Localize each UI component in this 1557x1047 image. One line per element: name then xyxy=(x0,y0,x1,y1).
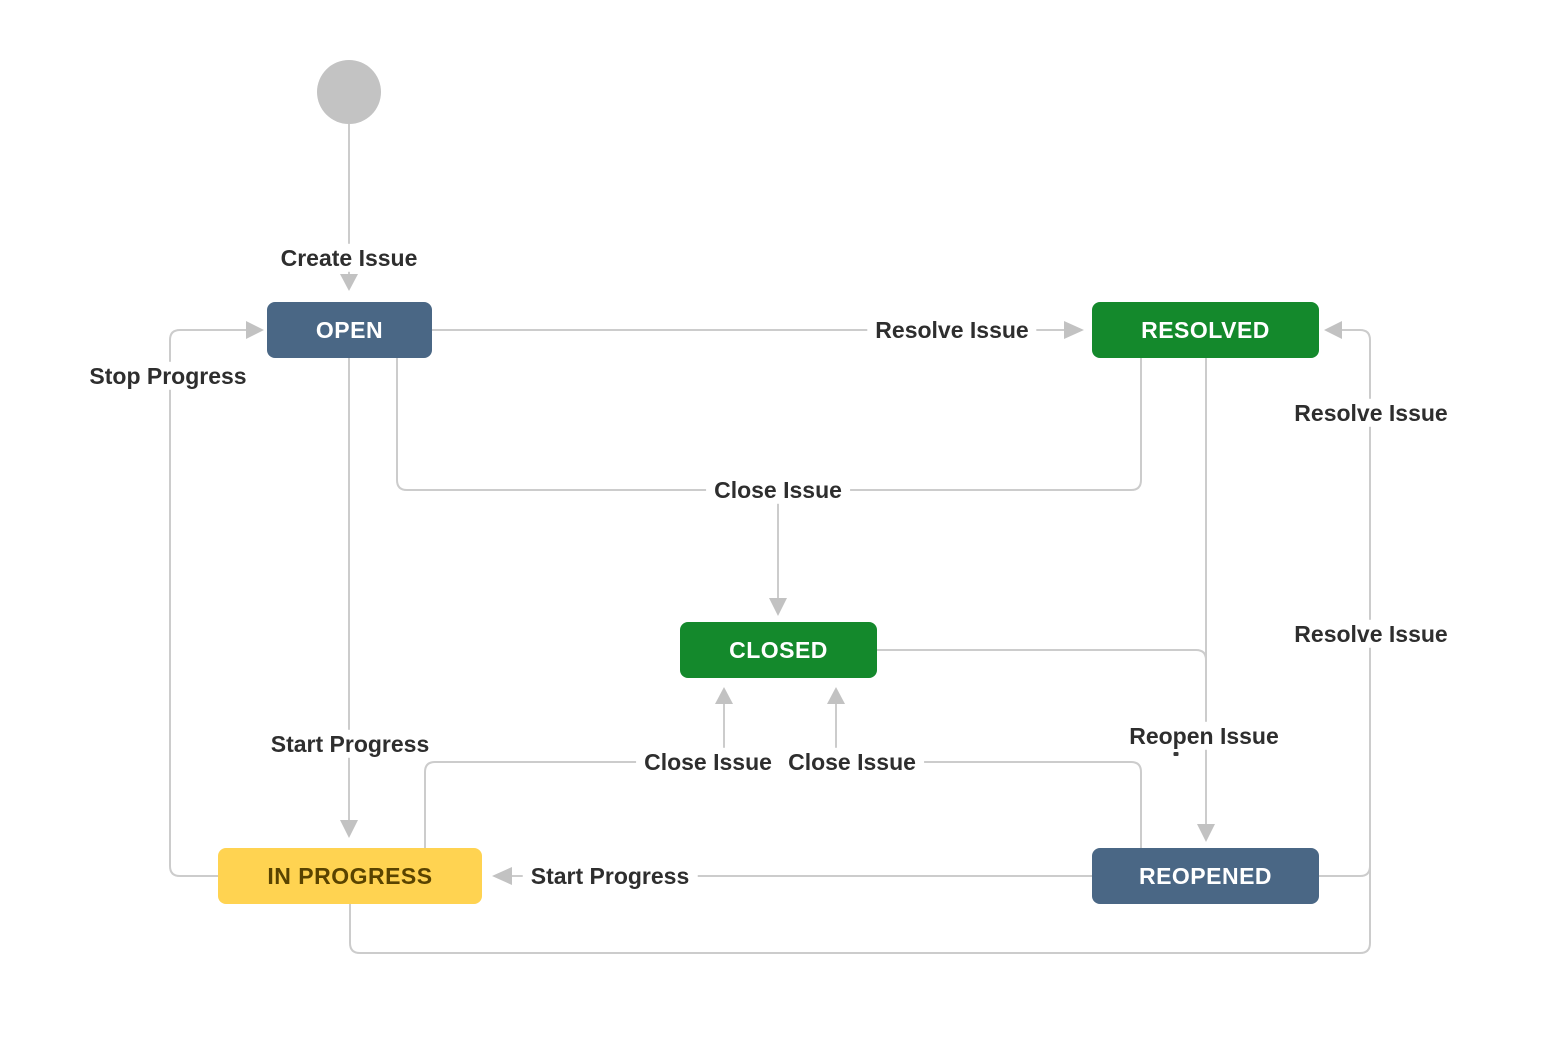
edge-closed-reopened xyxy=(877,649,1207,690)
arrowhead-close-issue-mid xyxy=(769,598,787,616)
status-node-resolved[interactable]: RESOLVED xyxy=(1092,302,1319,358)
arrowhead-close-issue-left xyxy=(715,687,733,704)
transition-label-reopen-issue[interactable]: Reopen Issue xyxy=(1121,721,1287,751)
edge-close-issue-rail xyxy=(396,358,1142,491)
reopen-issue-stray-dot xyxy=(1173,752,1179,756)
transition-label-start-progress-open[interactable]: Start Progress xyxy=(262,729,438,759)
arrowhead-close-issue-right xyxy=(827,687,845,704)
arrowhead-resolve-issue-right xyxy=(1324,321,1342,339)
arrowhead-reopen-issue xyxy=(1197,824,1215,842)
status-node-in-progress[interactable]: IN PROGRESS xyxy=(218,848,482,904)
arrowhead-start-progress-right xyxy=(492,867,512,885)
transition-label-create-issue[interactable]: Create Issue xyxy=(272,243,426,273)
edge-in-progress-open xyxy=(169,329,246,877)
edge-in-progress-resolved xyxy=(349,329,1371,954)
status-node-closed[interactable]: CLOSED xyxy=(680,622,877,678)
transition-label-resolve-issue-in-progress[interactable]: Resolve Issue xyxy=(1286,619,1456,649)
transition-label-close-issue-in-progress[interactable]: Close Issue xyxy=(636,747,780,777)
arrowhead-start-progress-left xyxy=(340,820,358,838)
edge-reopened-resolved xyxy=(1319,820,1371,877)
status-node-reopened[interactable]: REOPENED xyxy=(1092,848,1319,904)
transition-label-resolve-issue-reopened[interactable]: Resolve Issue xyxy=(1286,398,1456,428)
transition-label-close-issue-reopened[interactable]: Close Issue xyxy=(780,747,924,777)
start-node-circle xyxy=(317,60,381,124)
transition-label-resolve-issue-open[interactable]: Resolve Issue xyxy=(867,315,1037,345)
transition-label-close-issue-shared[interactable]: Close Issue xyxy=(706,475,850,505)
transition-label-stop-progress[interactable]: Stop Progress xyxy=(81,361,255,391)
status-node-open[interactable]: OPEN xyxy=(267,302,432,358)
arrowhead-stop-progress xyxy=(246,321,264,339)
arrowhead-resolve-issue-top xyxy=(1064,321,1084,339)
transition-label-start-progress-reopened[interactable]: Start Progress xyxy=(522,861,698,891)
arrowhead-create-issue xyxy=(340,274,358,291)
